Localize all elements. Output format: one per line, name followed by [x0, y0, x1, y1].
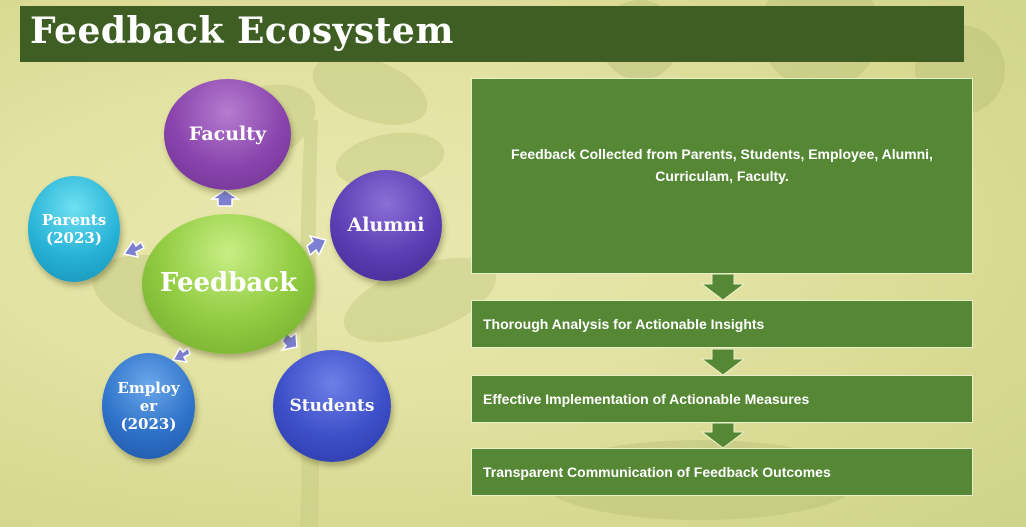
down-arrow-3 [700, 422, 746, 449]
step-implementation: Effective Implementation of Actionable M… [471, 375, 973, 423]
feedback-collected-text: Feedback Collected from Parents, Student… [511, 146, 933, 184]
cycle-connectors [122, 189, 328, 363]
node-employer: Employ er (2023) [102, 353, 195, 459]
down-arrow-1 [700, 273, 746, 301]
node-faculty: Faculty [164, 79, 291, 190]
title-bar: Feedback Ecosystem [20, 6, 964, 62]
page-title: Feedback Ecosystem [30, 10, 454, 52]
step-analysis: Thorough Analysis for Actionable Insight… [471, 300, 973, 348]
arrow-to-alumni [306, 234, 328, 257]
node-alumni: Alumni [330, 170, 442, 281]
feedback-collected-box: Feedback Collected from Parents, Student… [471, 78, 973, 274]
feedback-cycle-diagram: Faculty Alumni Students Employ er (2023)… [0, 0, 470, 527]
arrow-to-parents [122, 239, 146, 259]
step-communication: Transparent Communication of Feedback Ou… [471, 448, 973, 496]
node-parents: Parents (2023) [28, 176, 120, 282]
down-arrow-2 [700, 348, 746, 376]
arrow-to-faculty [209, 189, 241, 207]
node-center-feedback: Feedback [142, 214, 315, 354]
node-students: Students [273, 350, 391, 462]
arrow-to-employer [171, 346, 191, 363]
